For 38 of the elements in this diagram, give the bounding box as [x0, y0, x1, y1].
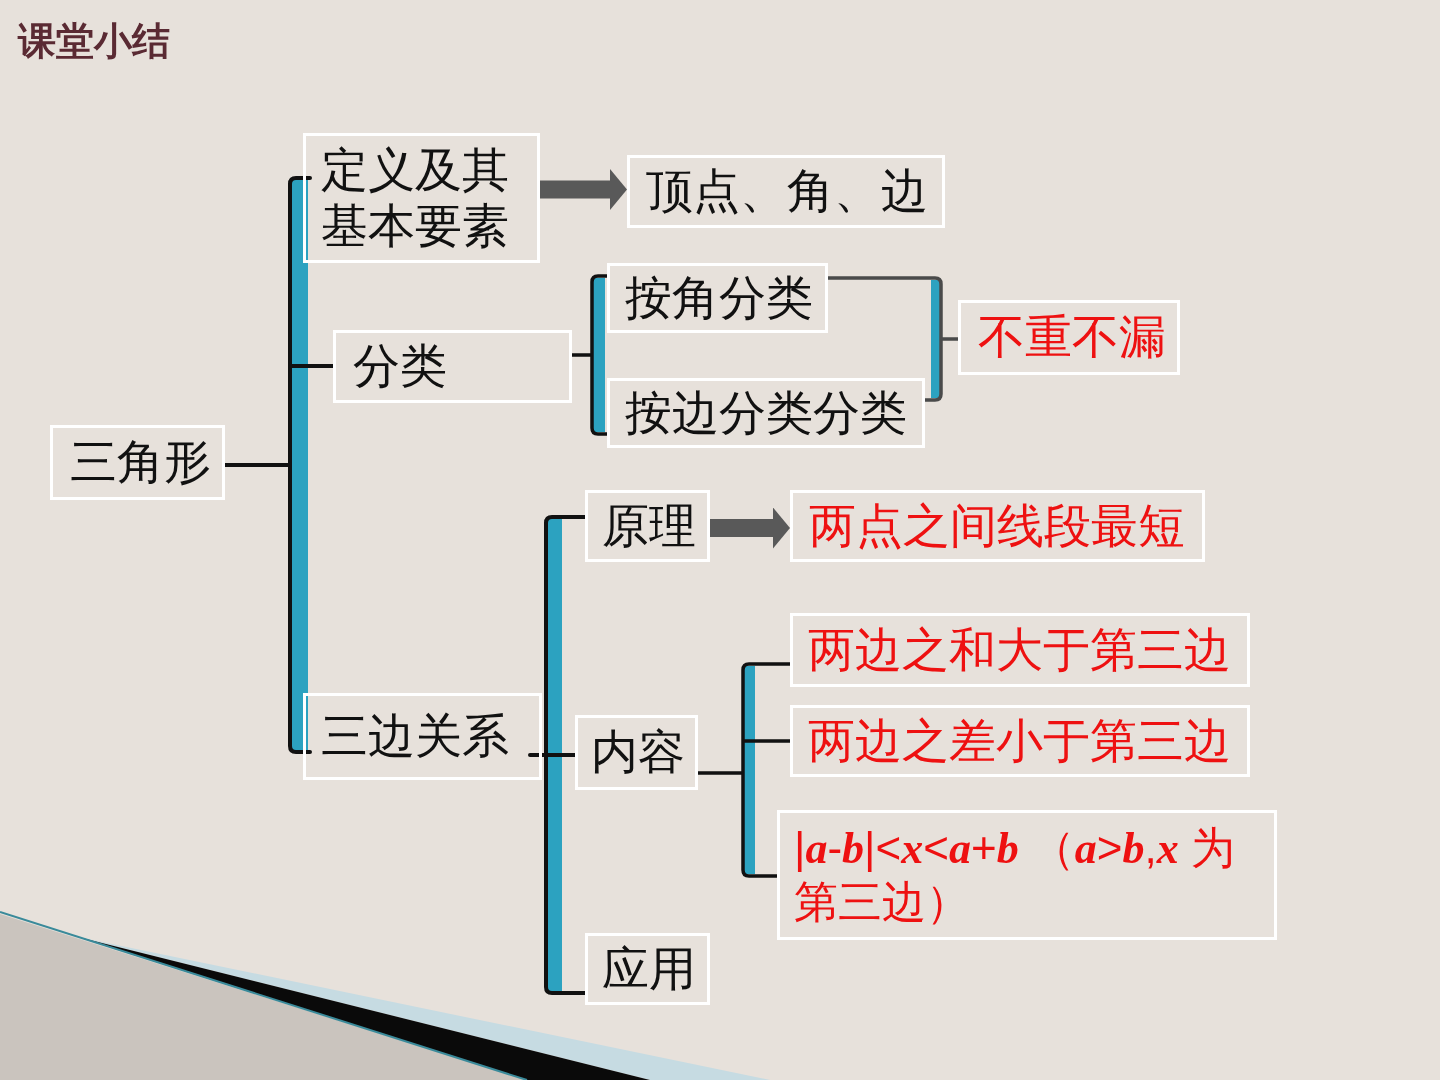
- concept-text: 顶点、角、边: [646, 163, 928, 220]
- concept-text: 定义及其基本要素: [321, 141, 510, 255]
- concept-text: 应用: [602, 940, 696, 998]
- concept-box: [585, 933, 710, 1005]
- brace: [570, 274, 609, 436]
- concept-box: [790, 705, 1250, 777]
- concept-box: [585, 490, 710, 562]
- concept-box: [575, 715, 698, 790]
- concept-box: [790, 613, 1250, 687]
- block-arrow: [540, 169, 627, 210]
- concept-box: [303, 133, 540, 263]
- concept-text: 三角形: [70, 434, 211, 491]
- concept-box: [777, 810, 1277, 940]
- concept-text: 原理: [602, 497, 696, 555]
- concept-text: 分类: [353, 338, 447, 395]
- concept-text: 两边之差小于第三边: [808, 712, 1231, 770]
- concept-text: |a-b|<x<a+b （a>b,x 为第三边）: [794, 821, 1237, 928]
- concept-box: [790, 490, 1205, 562]
- concept-box: [50, 425, 225, 500]
- concept-box: [333, 330, 572, 403]
- concept-text: 按角分类: [625, 269, 813, 327]
- concept-box: [303, 693, 542, 780]
- concept-text: 两边之和大于第三边: [808, 621, 1231, 679]
- concept-text: 三边关系: [321, 708, 509, 765]
- concept-text: 两点之间线段最短: [809, 497, 1185, 555]
- concept-box: [607, 378, 925, 448]
- concept-box: [627, 155, 945, 228]
- block-arrow: [710, 507, 790, 549]
- brace: [223, 176, 335, 754]
- brace: [826, 276, 960, 402]
- brace: [528, 515, 587, 995]
- slide-title: 课堂小结: [18, 19, 170, 65]
- brace: [696, 662, 792, 878]
- concept-text: 不重不漏: [978, 309, 1166, 366]
- concept-text: 按边分类分类: [625, 384, 907, 442]
- concept-box: [607, 263, 828, 333]
- concept-text: 内容: [591, 724, 685, 781]
- concept-box: [958, 300, 1180, 375]
